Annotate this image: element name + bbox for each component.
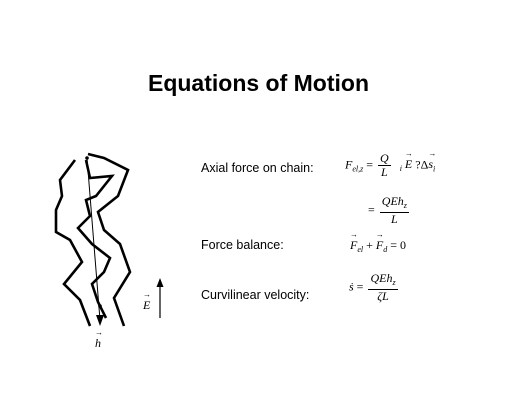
label-force-balance: Force balance: bbox=[201, 238, 284, 252]
equation-axial-force: Fel,z = QL i E ?Δsi bbox=[345, 149, 435, 179]
field-label: E bbox=[143, 290, 151, 313]
slide-title: Equations of Motion bbox=[147, 70, 369, 96]
equation-force-balance: Fel + Fd = 0 bbox=[350, 230, 406, 254]
chain-start-dot bbox=[85, 156, 89, 160]
field-arrowhead bbox=[156, 278, 164, 287]
end-to-end-vector bbox=[86, 157, 101, 321]
end-to-end-arrowhead bbox=[96, 315, 104, 326]
chain-end-dot bbox=[98, 304, 102, 308]
label-curvilinear-velocity: Curvilinear velocity: bbox=[201, 288, 310, 302]
end-to-end-label: h bbox=[95, 328, 101, 351]
tube-outer-right bbox=[87, 152, 132, 327]
label-axial-force: Axial force on chain: bbox=[201, 161, 314, 175]
chain-contour bbox=[76, 159, 115, 319]
tube-outer-left bbox=[54, 159, 92, 327]
